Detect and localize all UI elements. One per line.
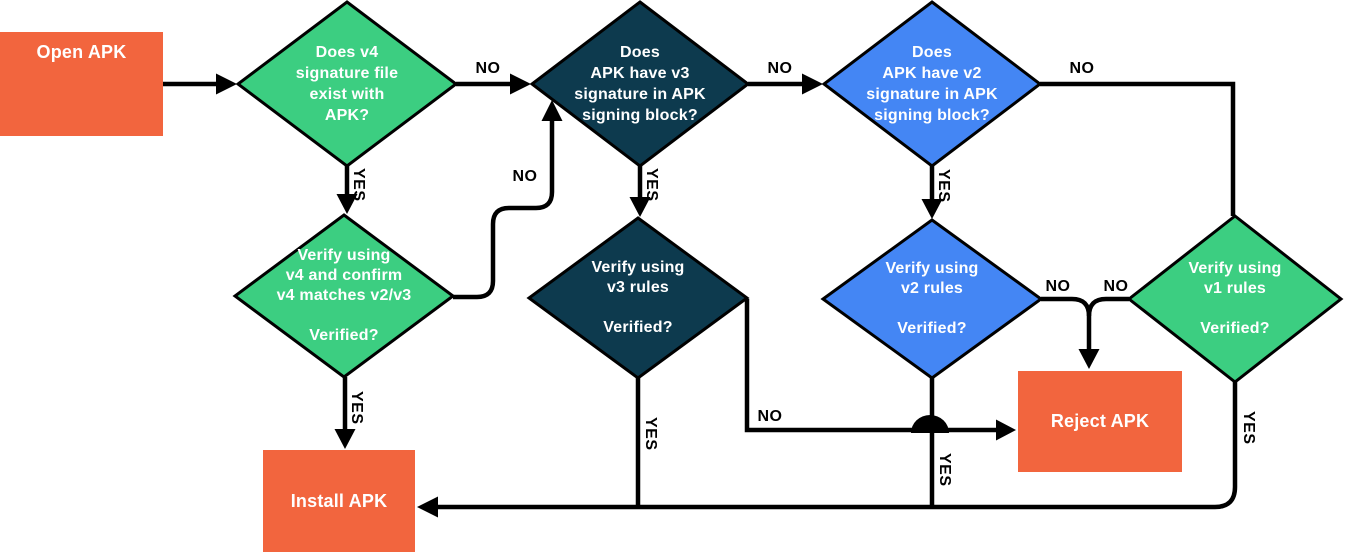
- arrowhead-verify-v4-no: [541, 100, 563, 121]
- arrowhead-v4-yes: [336, 194, 358, 214]
- node-v4-signature-exists: [235, 0, 459, 168]
- diamond-nodes: [232, 0, 1344, 384]
- node-verify-v3: [526, 216, 750, 380]
- edge-verify-v2-no: [1041, 296, 1092, 351]
- arrowhead-reject-no: [1078, 349, 1100, 369]
- rect-nodes: [0, 32, 1182, 552]
- arrowhead-install: [417, 496, 438, 518]
- arrowhead-verify-v3-no: [996, 419, 1016, 441]
- arrowhead-v3-yes: [629, 197, 651, 217]
- arrowhead-verify-v4-yes: [334, 429, 356, 449]
- node-v2-signature-in-block: [821, 0, 1043, 168]
- arrowheads: [216, 73, 1100, 518]
- node-verify-v4: [232, 213, 456, 379]
- arrowhead-v3-no: [802, 73, 823, 95]
- arrowhead-v2-yes: [921, 199, 943, 219]
- edge-verify-v1-yes: [437, 382, 1238, 510]
- arrowhead-v4-no: [510, 73, 531, 95]
- node-install-apk: [263, 450, 415, 552]
- node-open-apk: [0, 32, 163, 136]
- node-verify-v2: [820, 218, 1044, 380]
- line-hop: [911, 415, 949, 433]
- edge-verify-v4-no: [453, 119, 555, 300]
- arrowhead-open-to-v4: [216, 73, 237, 95]
- node-v3-signature-in-block: [529, 0, 751, 168]
- edge-v2-no: [1040, 81, 1236, 216]
- node-verify-v1: [1126, 214, 1344, 384]
- node-reject-apk: [1018, 371, 1182, 472]
- edge-verify-v1-no: [1086, 296, 1129, 317]
